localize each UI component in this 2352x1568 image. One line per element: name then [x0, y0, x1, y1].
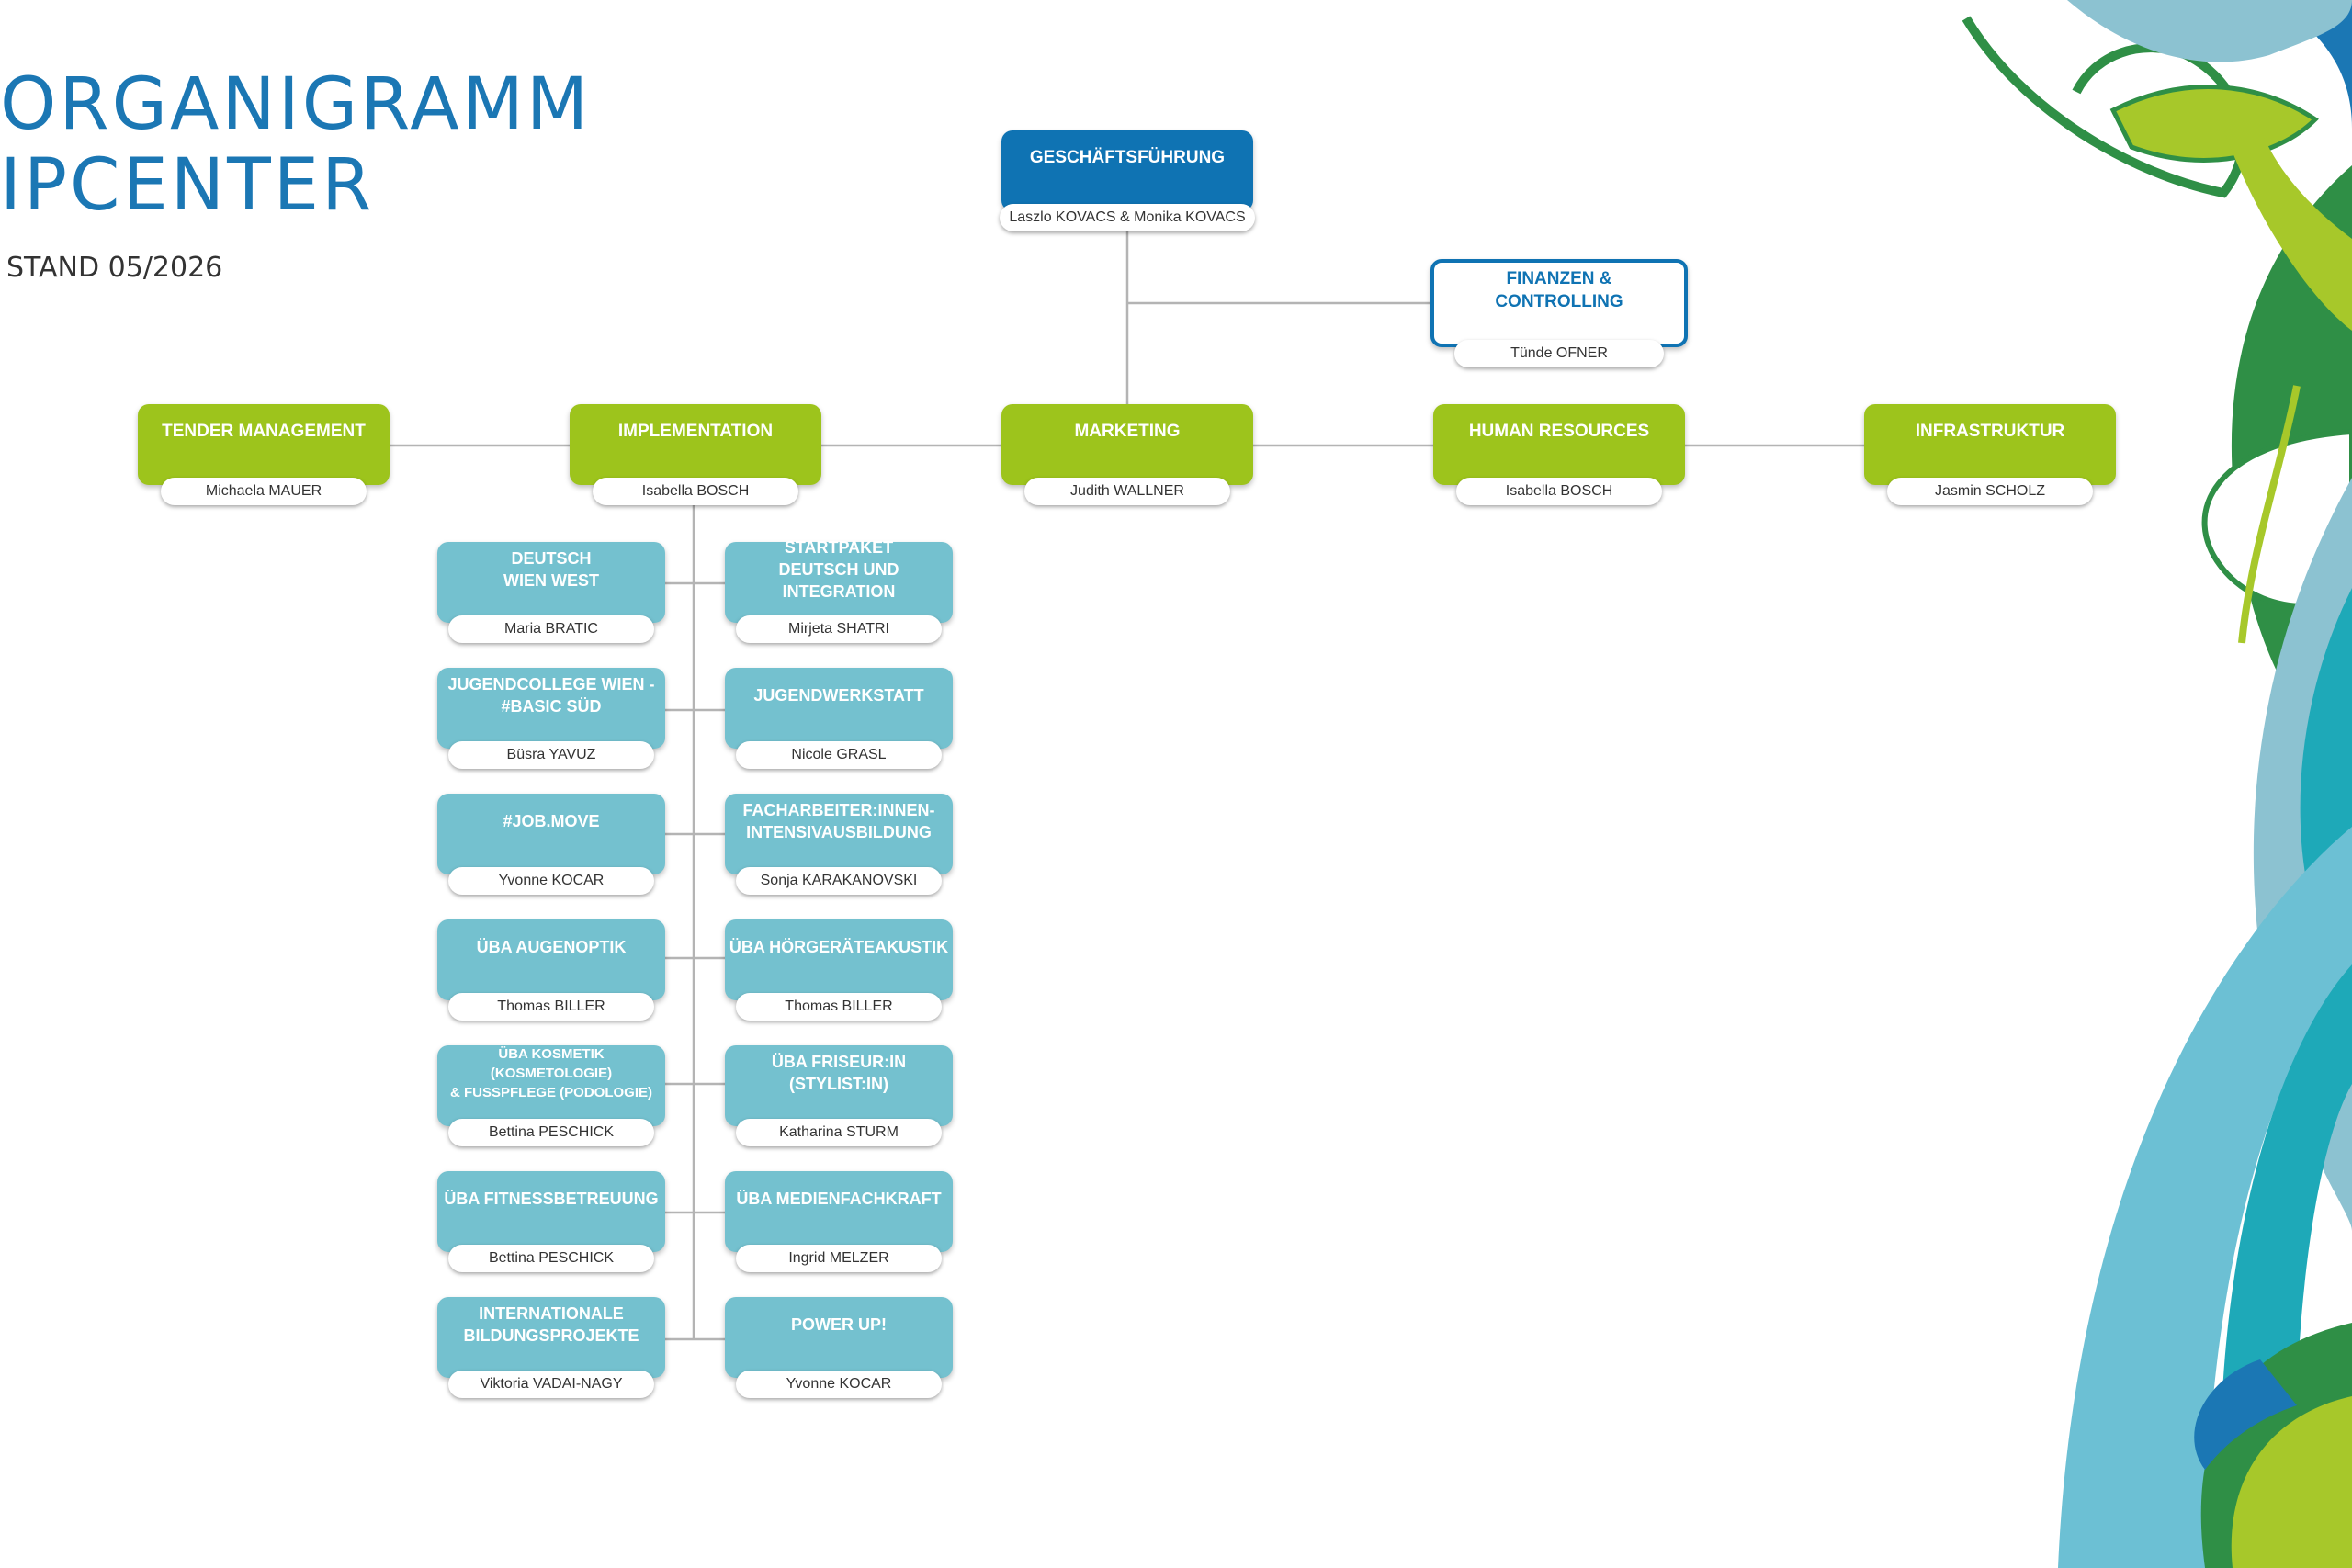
node-implementation: IMPLEMENTATION Isabella BOSCH	[570, 404, 821, 505]
project-uba-augenoptik: ÜBA AUGENOPTIK Thomas BILLER	[437, 919, 665, 1021]
project-title: FACHARBEITER:INNEN- INTENSIVAUSBILDUNG	[725, 794, 953, 874]
project-person: Büsra YAVUZ	[448, 741, 654, 769]
node-infrastruktur: INFRASTRUKTUR Jasmin SCHOLZ	[1864, 404, 2116, 505]
project-uba-kosmetik: ÜBA KOSMETIK (KOSMETOLOGIE) & FUSSPFLEGE…	[437, 1045, 665, 1146]
node-tender-management: TENDER MANAGEMENT Michaela MAUER	[138, 404, 390, 505]
node-title: TENDER MANAGEMENT	[138, 404, 390, 485]
project-uba-fitnessbetreuung: ÜBA FITNESSBETREUUNG Bettina PESCHICK	[437, 1171, 665, 1272]
node-title: IMPLEMENTATION	[570, 404, 821, 485]
node-title: GESCHÄFTSFÜHRUNG	[1001, 130, 1253, 211]
project-person: Sonja KARAKANOVSKI	[736, 867, 942, 895]
title-line-1: ORGANIGRAMM	[0, 63, 592, 146]
node-person: Isabella BOSCH	[1456, 478, 1662, 505]
node-person: Jasmin SCHOLZ	[1887, 478, 2093, 505]
project-title: ÜBA FRISEUR:IN (STYLIST:IN)	[725, 1045, 953, 1126]
node-marketing: MARKETING Judith WALLNER	[1001, 404, 1253, 505]
node-geschaeftsfuehrung: GESCHÄFTSFÜHRUNG Laszlo KOVACS & Monika …	[1000, 130, 1255, 231]
node-person: Tünde OFNER	[1454, 340, 1664, 367]
project-title: ÜBA AUGENOPTIK	[437, 919, 665, 1000]
project-title: INTERNATIONALE BILDUNGSPROJEKTE	[437, 1297, 665, 1378]
project-person: Ingrid MELZER	[736, 1245, 942, 1272]
node-human-resources: HUMAN RESOURCES Isabella BOSCH	[1433, 404, 1685, 505]
project-facharbeiter-intensivausbildung: FACHARBEITER:INNEN- INTENSIVAUSBILDUNG S…	[725, 794, 953, 895]
project-title: DEUTSCH WIEN WEST	[437, 542, 665, 623]
project-person: Nicole GRASL	[736, 741, 942, 769]
project-title: ÜBA FITNESSBETREUUNG	[437, 1171, 665, 1252]
title-line-2: IPCENTER	[0, 144, 375, 227]
project-person: Katharina STURM	[736, 1119, 942, 1146]
page-title: ORGANIGRAMM IPCENTER	[0, 64, 591, 226]
project-person: Thomas BILLER	[448, 993, 654, 1021]
project-person: Bettina PESCHICK	[448, 1245, 654, 1272]
project-jugendwerkstatt: JUGENDWERKSTATT Nicole GRASL	[725, 668, 953, 769]
project-title: POWER UP!	[725, 1297, 953, 1378]
node-title: MARKETING	[1001, 404, 1253, 485]
node-title: FINANZEN & CONTROLLING	[1430, 259, 1688, 347]
project-uba-hoergeraeteakustik: ÜBA HÖRGERÄTEAKUSTIK Thomas BILLER	[725, 919, 953, 1021]
project-title: STARTPAKET DEUTSCH UND INTEGRATION	[725, 538, 953, 623]
project-startpaket: STARTPAKET DEUTSCH UND INTEGRATION Mirje…	[725, 538, 953, 643]
node-person: Judith WALLNER	[1024, 478, 1230, 505]
project-title: ÜBA HÖRGERÄTEAKUSTIK	[725, 919, 953, 1000]
project-person: Thomas BILLER	[736, 993, 942, 1021]
project-person: Viktoria VADAI-NAGY	[448, 1371, 654, 1398]
project-person: Yvonne KOCAR	[736, 1371, 942, 1398]
project-deutsch-wien-west: DEUTSCH WIEN WEST Maria BRATIC	[437, 542, 665, 643]
node-title: HUMAN RESOURCES	[1433, 404, 1685, 485]
page-subtitle: STAND 05/2026	[6, 252, 223, 284]
project-person: Mirjeta SHATRI	[736, 615, 942, 643]
project-job-move: #JOB.MOVE Yvonne KOCAR	[437, 794, 665, 895]
project-power-up: POWER UP! Yvonne KOCAR	[725, 1297, 953, 1398]
project-uba-friseur: ÜBA FRISEUR:IN (STYLIST:IN) Katharina ST…	[725, 1045, 953, 1146]
project-title: JUGENDWERKSTATT	[725, 668, 953, 749]
node-person: Laszlo KOVACS & Monika KOVACS	[1000, 204, 1255, 231]
project-person: Maria BRATIC	[448, 615, 654, 643]
project-title: #JOB.MOVE	[437, 794, 665, 874]
project-internationale-bildungsprojekte: INTERNATIONALE BILDUNGSPROJEKTE Viktoria…	[437, 1297, 665, 1398]
node-person: Michaela MAUER	[161, 478, 367, 505]
node-title: INFRASTRUKTUR	[1864, 404, 2116, 485]
project-person: Bettina PESCHICK	[448, 1119, 654, 1146]
node-person: Isabella BOSCH	[593, 478, 798, 505]
project-title: ÜBA KOSMETIK (KOSMETOLOGIE) & FUSSPFLEGE…	[437, 1045, 665, 1126]
node-finanzen-controlling: FINANZEN & CONTROLLING Tünde OFNER	[1430, 259, 1688, 367]
project-title: ÜBA MEDIENFACHKRAFT	[725, 1171, 953, 1252]
project-uba-medienfachkraft: ÜBA MEDIENFACHKRAFT Ingrid MELZER	[725, 1171, 953, 1272]
project-title: JUGENDCOLLEGE WIEN - #BASIC SÜD	[437, 668, 665, 749]
project-person: Yvonne KOCAR	[448, 867, 654, 895]
project-jugendcollege: JUGENDCOLLEGE WIEN - #BASIC SÜD Büsra YA…	[437, 668, 665, 769]
